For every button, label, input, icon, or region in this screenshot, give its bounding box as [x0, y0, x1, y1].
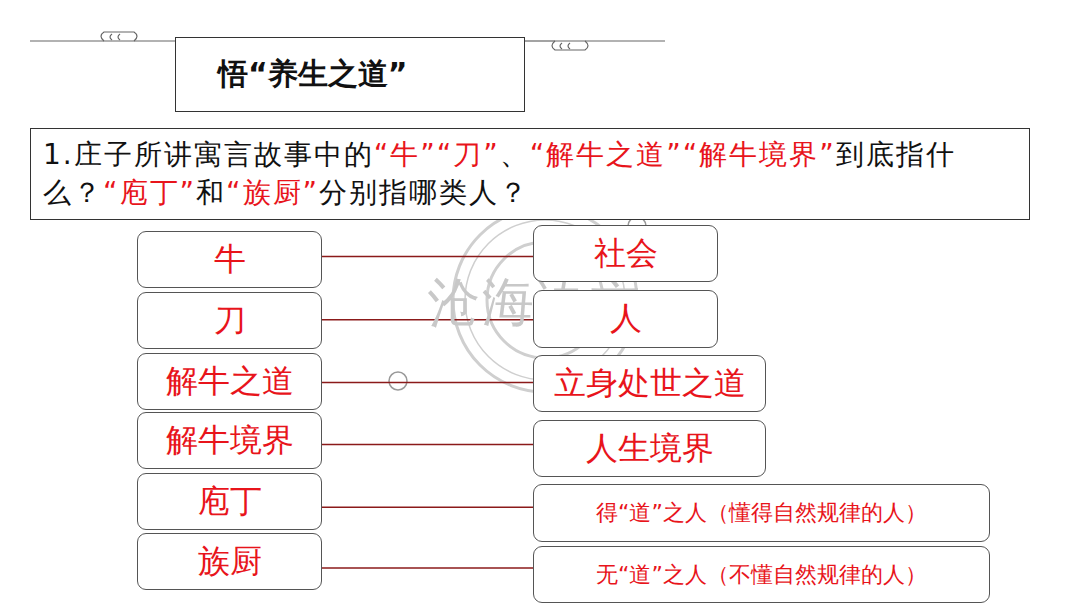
- story-term-box-text: 刀: [214, 299, 246, 342]
- match-line: [322, 506, 533, 508]
- title-box-text: 悟“养生之道”: [218, 54, 407, 95]
- meaning-box: 无“道”之人（不懂自然规律的人）: [533, 546, 990, 603]
- match-line: [322, 567, 533, 569]
- question-box: 1.庄子所讲寓言故事中的“牛”“刀”、“解牛之道”“解牛境界”到底指什么？“庖丁…: [30, 128, 1030, 220]
- story-term-box-text: 解牛之道: [166, 360, 294, 403]
- meaning-box: 立身处世之道: [533, 355, 766, 412]
- meaning-box-text: 人生境界: [586, 427, 714, 470]
- story-term-box-text: 解牛境界: [166, 419, 294, 462]
- meaning-box: 人生境界: [533, 420, 766, 477]
- story-term-box: 刀: [137, 292, 322, 349]
- meaning-box-text: 社会: [594, 232, 658, 275]
- match-line: [322, 444, 533, 446]
- story-term-box: 解牛之道: [137, 353, 322, 410]
- story-term-box-text: 族厨: [198, 540, 262, 583]
- meaning-box: 社会: [533, 225, 718, 282]
- story-term-box-text: 牛: [214, 238, 246, 281]
- story-term-box-text: 庖丁: [198, 480, 262, 523]
- meaning-box: 得“道”之人（懂得自然规律的人）: [533, 484, 990, 542]
- title-box: 悟“养生之道”: [175, 37, 525, 112]
- meaning-box: 人: [533, 290, 718, 348]
- story-term-box: 族厨: [137, 533, 322, 590]
- story-term-box: 牛: [137, 231, 322, 288]
- match-line: [322, 256, 533, 258]
- story-term-box: 庖丁: [137, 473, 322, 530]
- meaning-box-text: 无“道”之人（不懂自然规律的人）: [596, 560, 927, 590]
- meaning-box-text: 人: [610, 297, 642, 340]
- meaning-box-text: 立身处世之道: [554, 362, 746, 405]
- match-line: [322, 382, 533, 384]
- story-term-box: 解牛境界: [137, 412, 322, 469]
- question-box-text: 1.庄子所讲寓言故事中的“牛”“刀”、“解牛之道”“解牛境界”到底指什么？“庖丁…: [43, 136, 1017, 212]
- meaning-box-text: 得“道”之人（懂得自然规律的人）: [596, 498, 927, 528]
